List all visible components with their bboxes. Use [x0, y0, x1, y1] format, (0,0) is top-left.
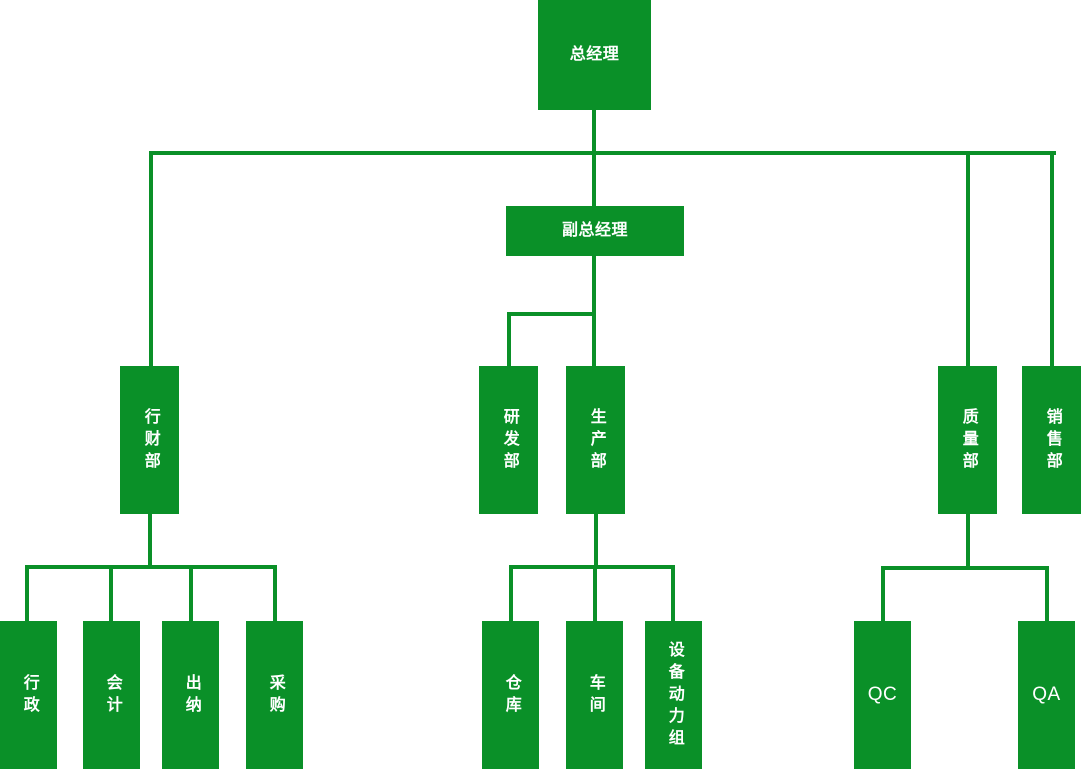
connector-admin-finance-to-accounting: [109, 565, 113, 623]
connector-admin-finance-to-cashier: [189, 565, 193, 623]
node-accounting[interactable]: 会计: [83, 621, 140, 769]
connector-deputy-to-rd: [507, 312, 511, 368]
node-admin-finance-dept[interactable]: 行财部: [120, 366, 179, 514]
connector-quality-bus: [881, 566, 1049, 570]
node-qc[interactable]: QC: [854, 621, 911, 769]
connector-gm-to-sales: [1050, 151, 1054, 368]
connector-admin-finance-to-purchasing: [273, 565, 277, 623]
connector-gm-to-admin-finance: [149, 151, 153, 368]
connector-admin-finance-bus: [25, 565, 277, 569]
connector-production-to-warehouse: [509, 565, 513, 623]
node-qa[interactable]: QA: [1018, 621, 1075, 769]
connector-production-stem: [594, 514, 598, 568]
node-production-dept[interactable]: 生产部: [566, 366, 625, 514]
connector-admin-finance-stem: [148, 514, 152, 568]
connector-production-to-equipment-power: [671, 565, 675, 623]
node-quality-dept[interactable]: 质量部: [938, 366, 997, 514]
connector-gm-bus: [149, 151, 1056, 155]
node-equipment-power-group[interactable]: 设备动力组: [645, 621, 702, 769]
node-purchasing[interactable]: 采购: [246, 621, 303, 769]
connector-quality-to-qa: [1045, 566, 1049, 623]
node-cashier[interactable]: 出纳: [162, 621, 219, 769]
node-administration[interactable]: 行政: [0, 621, 57, 769]
node-deputy-general-manager[interactable]: 副总经理: [506, 206, 684, 256]
connector-admin-finance-to-administration: [25, 565, 29, 623]
connector-deputy-bus: [507, 312, 596, 316]
node-rd-dept[interactable]: 研发部: [479, 366, 538, 514]
connector-quality-to-qc: [881, 566, 885, 623]
connector-quality-stem: [966, 514, 970, 568]
connector-deputy-to-production: [592, 312, 596, 368]
node-workshop[interactable]: 车间: [566, 621, 623, 769]
connector-production-to-workshop: [593, 565, 597, 623]
node-general-manager[interactable]: 总经理: [538, 0, 651, 110]
connector-gm-stem: [592, 110, 596, 155]
connector-deputy-stem: [592, 256, 596, 314]
node-warehouse[interactable]: 仓库: [482, 621, 539, 769]
connector-production-bus: [509, 565, 675, 569]
connector-gm-to-deputy: [592, 151, 596, 208]
node-sales-dept[interactable]: 销售部: [1022, 366, 1081, 514]
connector-gm-to-quality: [966, 151, 970, 368]
